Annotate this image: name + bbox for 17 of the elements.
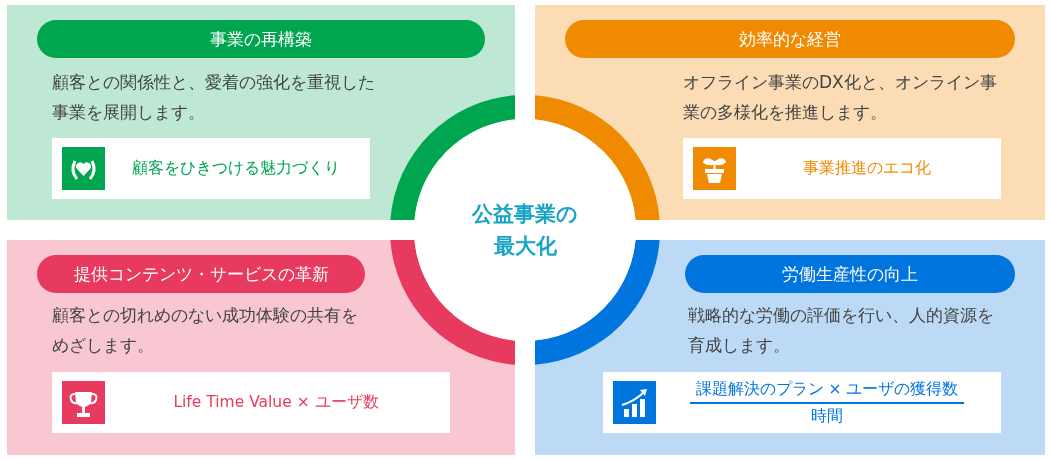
description-text: オフライン事業のDX化と、オンライン事業の多様化を推進します。 xyxy=(683,71,998,124)
fraction-numerator: 課題解決のプラン × ユーザの獲得数 xyxy=(689,377,965,404)
formula-text: 事業推進のエコ化 xyxy=(803,158,931,179)
formula-box xyxy=(52,372,450,433)
title-pill: 提供コンテンツ・サービスの革新 xyxy=(37,255,365,293)
title-pill: 事業の再構築 xyxy=(37,20,485,58)
title-pill: 労働生産性の向上 xyxy=(685,255,1015,293)
formula-box xyxy=(52,138,370,199)
formula-text: Life Time Value × ユーザ数 xyxy=(173,392,379,413)
formula-box xyxy=(603,372,1001,433)
formula-text: 顧客をひきつける魅力づくり xyxy=(132,158,340,179)
title-pill: 効率的な経営 xyxy=(565,20,1015,58)
formula-box xyxy=(683,138,1001,199)
description-text: 戦略的な労働の評価を行い、人的資源を育成します。 xyxy=(688,304,995,357)
description-text: 顧客との切れめのない成功体験の共有をめざします。 xyxy=(52,304,359,357)
description-text: 顧客との関係性と、愛着の強化を重視した事業を展開します。 xyxy=(52,71,376,124)
fraction-denominator: 時間 xyxy=(811,406,843,427)
